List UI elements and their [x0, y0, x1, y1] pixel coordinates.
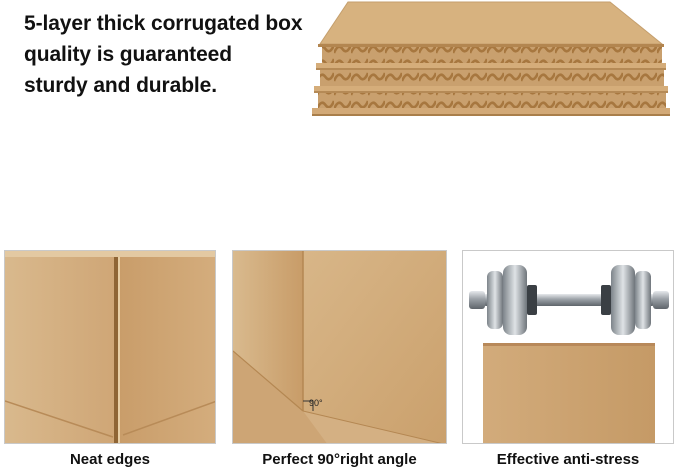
box-corner-icon	[233, 251, 446, 443]
caption-neat-edges: Neat edges	[69, 451, 151, 468]
headline-line-1: 5-layer thick corrugated box	[24, 12, 303, 35]
angle-label: 90°	[309, 398, 323, 408]
box-seam-icon	[5, 251, 215, 443]
headline-line-3: sturdy and durable.	[24, 74, 217, 97]
corrugated-layers-image	[300, 0, 670, 130]
corrugated-layers-icon	[312, 1, 670, 116]
anti-stress-photo	[462, 250, 674, 444]
caption-right-angle: Perfect 90°right angle	[262, 451, 417, 468]
right-angle-photo: 90°	[232, 250, 447, 444]
headline: 5-layer thick corrugated box quality is …	[24, 8, 324, 101]
dumbbell-on-box-icon	[463, 251, 673, 443]
caption-anti-stress: Effective anti-stress	[496, 451, 640, 468]
neat-edges-photo	[4, 250, 216, 444]
headline-line-2: quality is guaranteed	[24, 43, 232, 66]
